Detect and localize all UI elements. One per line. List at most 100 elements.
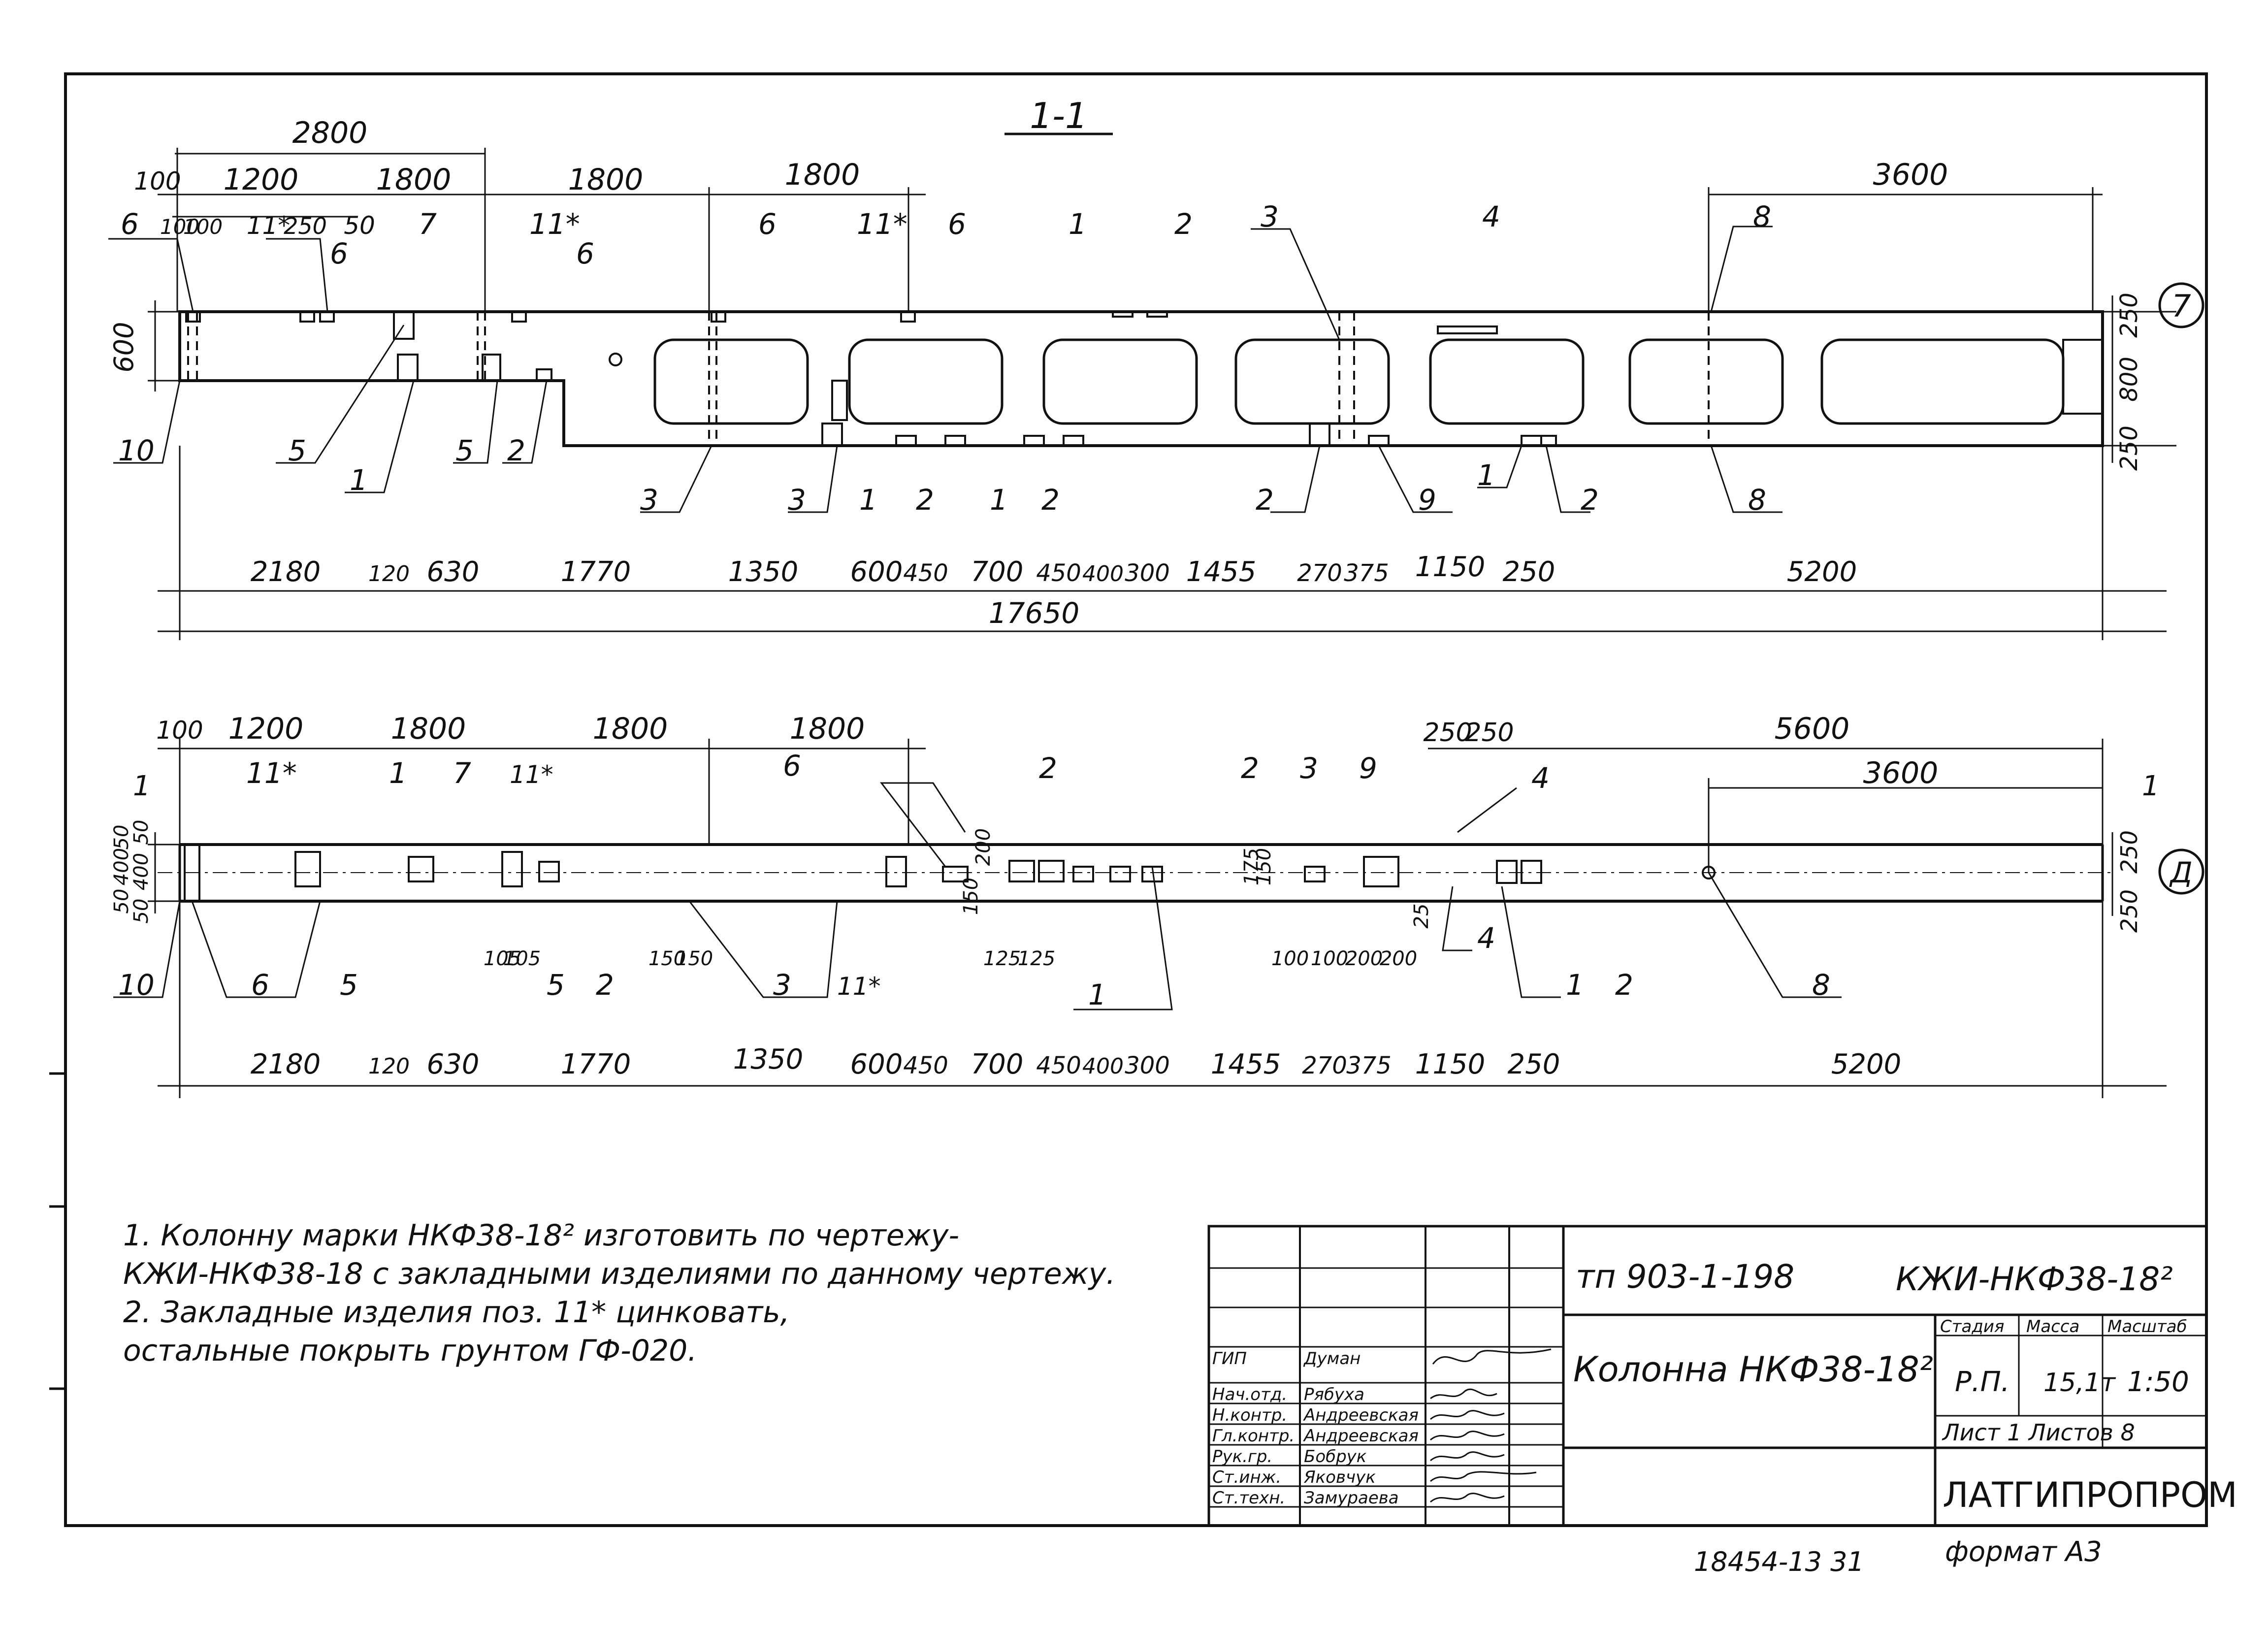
section-title: 1-1 xyxy=(1030,95,1088,136)
dim-text: 1800 xyxy=(593,712,668,746)
leader-lines xyxy=(108,226,1782,513)
dim-text: 2800 xyxy=(292,116,368,150)
name-text: Думан xyxy=(1303,1349,1361,1368)
column-end-block xyxy=(2062,339,2104,415)
dim-text: 600 xyxy=(850,556,903,588)
dim-text: 2180 xyxy=(251,1048,321,1080)
signature-mark xyxy=(1430,1451,1505,1462)
plan-dimension-lines xyxy=(148,739,2167,1098)
role-text: Гл.контр. xyxy=(1212,1426,1295,1446)
dim-text: 200 xyxy=(972,828,995,866)
dim-text: 50 xyxy=(110,889,133,914)
pos-labels-below: 10 5 1 5 2 3 3 1 2 1 2 2 9 1 2 8 xyxy=(118,434,1766,517)
name-text: Андреевская xyxy=(1303,1405,1419,1425)
dim-text: 450 xyxy=(903,1052,948,1079)
position-label: 6 xyxy=(251,968,269,1002)
drawing-title: Колонна НКФ38-18² xyxy=(1573,1349,1933,1390)
plan-dims-above: 100 1200 1800 1800 1800 250 250 5600 360… xyxy=(156,712,1938,790)
dim-text: 100 xyxy=(134,167,181,195)
dim-text: 250 xyxy=(1423,718,1472,748)
signature-mark xyxy=(1430,1388,1497,1400)
position-label: 8 xyxy=(1812,968,1830,1002)
role-text: Ст.инж. xyxy=(1212,1467,1281,1487)
position-label: 11* xyxy=(837,972,881,1001)
dim-text: 105 xyxy=(503,947,541,970)
dim-text: 250 xyxy=(1508,1048,1560,1080)
note-line: остальные покрыть грунтом ГФ-020. xyxy=(123,1334,697,1368)
position-label: 1 xyxy=(1477,458,1495,492)
name-text: Рябуха xyxy=(1304,1385,1364,1404)
dim-text: 250 xyxy=(284,213,327,239)
sheet-frame xyxy=(64,72,2208,1527)
position-label: 6 xyxy=(948,207,966,241)
dim-text: 100 xyxy=(1311,947,1348,970)
position-label: 3 xyxy=(773,968,791,1002)
dim-text: 800 xyxy=(2115,357,2143,402)
pos-labels-above: 6 6 7 11* 6 6 11* 6 1 2 3 4 8 xyxy=(121,200,1771,270)
dim-text: 100 xyxy=(1271,947,1309,970)
position-label: 7 xyxy=(453,756,471,790)
sheets-count: Листов 8 xyxy=(2028,1419,2135,1446)
opening xyxy=(848,338,1004,425)
dim-text: 100 xyxy=(160,215,199,239)
dim-text: 700 xyxy=(971,556,1024,588)
position-label: 1 xyxy=(1069,207,1087,241)
position-label: 6 xyxy=(121,207,139,241)
dim-text: 1350 xyxy=(733,1043,804,1075)
dim-text: 50 xyxy=(110,825,133,850)
dim-text: 1770 xyxy=(561,1048,631,1080)
dims-above: 2800 100 1200 1800 1800 1800 3600 100 10… xyxy=(134,116,1948,240)
position-label: 6 xyxy=(783,749,801,782)
position-label: 2 xyxy=(1039,751,1057,785)
signatures xyxy=(1430,1348,1552,1503)
position-label: 6 xyxy=(758,207,777,241)
dim-text: 1350 xyxy=(728,556,799,588)
position-label: 11* xyxy=(510,760,553,789)
position-label: 2 xyxy=(507,434,525,467)
position-label: 2 xyxy=(1615,968,1633,1002)
role-text: Рук.гр. xyxy=(1212,1447,1272,1466)
dim-text: 150 xyxy=(960,878,982,915)
position-label: 3 xyxy=(788,483,806,517)
position-label: 2 xyxy=(1241,751,1259,785)
dim-text: 1800 xyxy=(785,158,860,192)
name-text: Яковчук xyxy=(1303,1467,1376,1487)
opening xyxy=(1042,338,1198,425)
note-line: 1. Колонну марки НКФ38-18² изготовить по… xyxy=(123,1218,960,1253)
dim-text: 400 xyxy=(110,848,133,885)
plan-inner-dims: 200 150 175 150 25 xyxy=(960,828,1433,929)
opening xyxy=(653,338,809,425)
dim-text: 150 xyxy=(648,947,686,970)
hole-mark xyxy=(609,353,622,366)
note-line: 2. Закладные изделия поз. 11* цинковать, xyxy=(123,1295,790,1330)
position-label: 2 xyxy=(916,483,934,517)
cut-mark: 1 xyxy=(133,770,151,802)
dim-text: 3600 xyxy=(1873,158,1948,192)
position-label: 4 xyxy=(1477,921,1495,955)
position-label: 3 xyxy=(1261,200,1279,233)
mass-header: Масса xyxy=(2026,1317,2079,1336)
dim-text: 400 xyxy=(1082,1054,1124,1079)
axis-bubble xyxy=(2158,282,2204,328)
position-label: 2 xyxy=(1041,483,1060,517)
position-label: 1 xyxy=(1088,978,1106,1011)
position-label: 1 xyxy=(350,463,368,497)
dim-text: 3600 xyxy=(1863,756,1939,790)
title-block xyxy=(1207,1225,2208,1527)
embedded-parts xyxy=(185,311,1557,447)
position-label: 8 xyxy=(1748,483,1766,517)
position-label: 7 xyxy=(419,207,437,241)
plan-dims-below: 2180 120 630 1770 1350 600 450 700 450 4… xyxy=(251,1043,1902,1080)
organization: ЛАТГИПРОПРОМ xyxy=(1943,1475,2237,1515)
dim-text: 50 xyxy=(130,820,153,845)
dim-text: 1800 xyxy=(568,163,644,197)
dim-text: 250 xyxy=(2115,425,2143,471)
dim-text: 250 xyxy=(2116,830,2142,874)
role-text: Нач.отд. xyxy=(1212,1385,1287,1404)
name-text: Бобрук xyxy=(1304,1447,1367,1466)
dims-below: 2180 120 630 1770 1350 600 450 700 450 4… xyxy=(251,551,1857,588)
position-label: 5 xyxy=(547,968,565,1002)
dim-text: 100 xyxy=(156,716,203,745)
dim-text: 250 xyxy=(1465,718,1514,748)
